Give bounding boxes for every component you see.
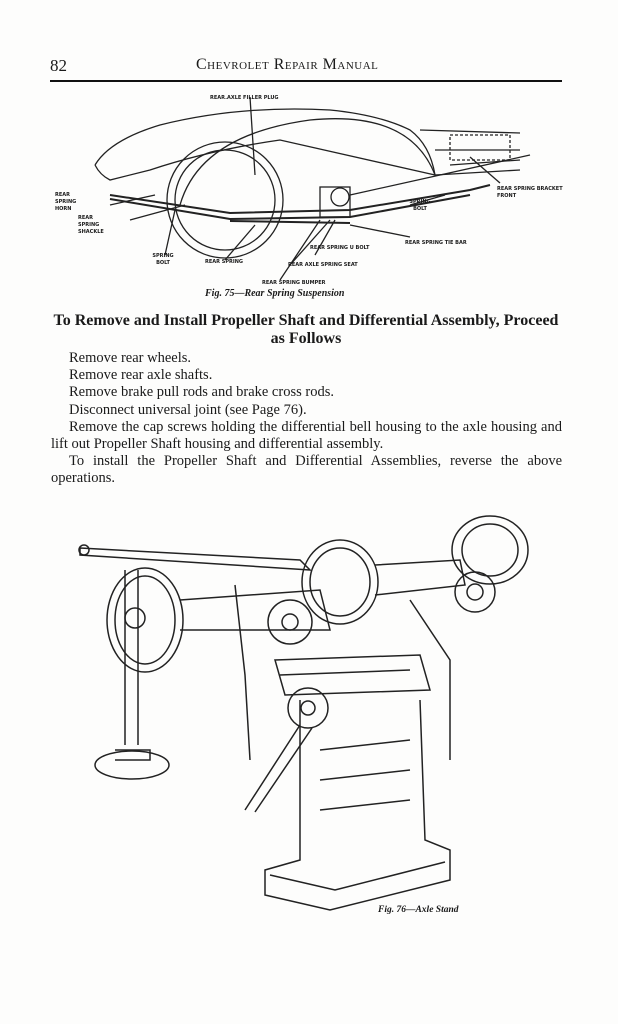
section-body: Remove rear wheels. Remove rear axle sha…	[51, 350, 562, 488]
paragraph: Remove brake pull rods and brake cross r…	[69, 384, 334, 401]
label-bumper: REAR SPRING BUMPER	[262, 280, 326, 286]
label-rear-spring: REAR SPRING	[205, 259, 243, 265]
label-bracket-front: REAR SPRING BRACKET FRONT	[497, 186, 563, 199]
header-rule	[50, 80, 562, 82]
figure-76-caption: Fig. 76—Axle Stand	[378, 905, 459, 915]
page-number: 82	[50, 56, 67, 75]
rear-spring-suspension-illustration	[94, 96, 531, 281]
label-filler-plug: REAR.AXLE FILLER PLUG	[210, 95, 279, 101]
label-spring-bolt-left: SPRING BOLT	[152, 253, 174, 266]
label-spring-bolt-right: SPRING BOLT	[409, 199, 431, 212]
paragraph: Disconnect universal joint (see Page 76)…	[69, 401, 307, 418]
label-tie-bar: REAR SPRING TIE BAR	[405, 240, 467, 246]
label-spring-horn: REAR SPRING HORN	[55, 192, 77, 212]
label-spring-shackle: REAR SPRING SHACKLE	[78, 215, 104, 235]
section-heading: To Remove and Install Propeller Shaft an…	[53, 312, 559, 347]
paragraph: Remove the cap screws holding the differ…	[51, 418, 562, 453]
paragraph: Remove rear axle shafts.	[69, 367, 213, 384]
running-title: Chevrolet Repair Manual	[196, 56, 379, 73]
figure-75-caption: Fig. 75—Rear Spring Suspension	[205, 288, 345, 299]
axle-stand-illustration	[78, 515, 529, 911]
paragraph: To install the Propeller Shaft and Diffe…	[51, 453, 562, 487]
paragraph: Remove rear wheels.	[69, 350, 191, 366]
label-u-bolt: REAR SPRING U BOLT	[310, 245, 370, 251]
label-spring-seat: REAR AXLE SPRING SEAT	[288, 262, 358, 268]
